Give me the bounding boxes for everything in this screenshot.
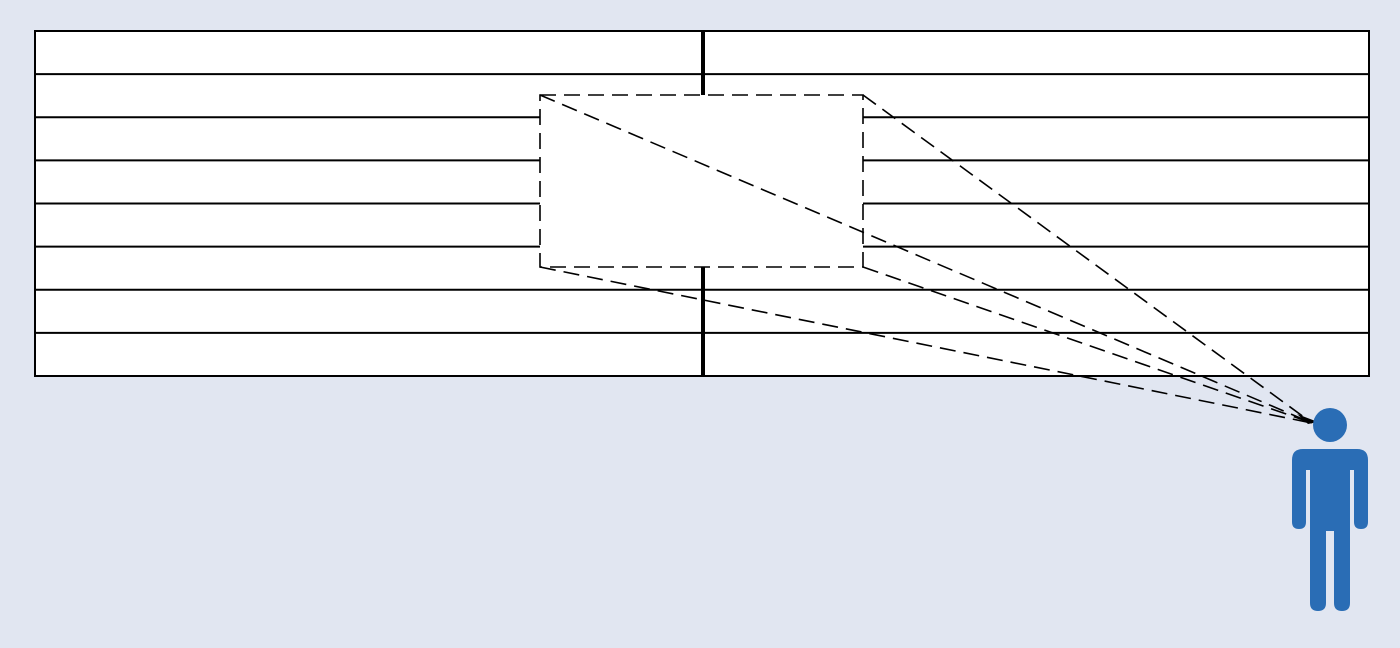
- panel-outline: [34, 30, 1370, 377]
- sight-lines: [539, 94, 1318, 424]
- person-head: [1313, 408, 1347, 442]
- eye-marker: [1297, 414, 1318, 424]
- sight-line-top-right: [862, 94, 1313, 424]
- sight-line-bottom-left: [539, 266, 1313, 424]
- sight-line-top-left: [539, 94, 1313, 424]
- viewing-window-cutout: [540, 95, 863, 267]
- viewing-window-dashed-outline: [539, 94, 864, 268]
- viewing-window: [539, 94, 864, 268]
- sight-line-bottom-right: [862, 266, 1313, 424]
- person-icon: [1292, 408, 1368, 611]
- person-body: [1292, 449, 1368, 611]
